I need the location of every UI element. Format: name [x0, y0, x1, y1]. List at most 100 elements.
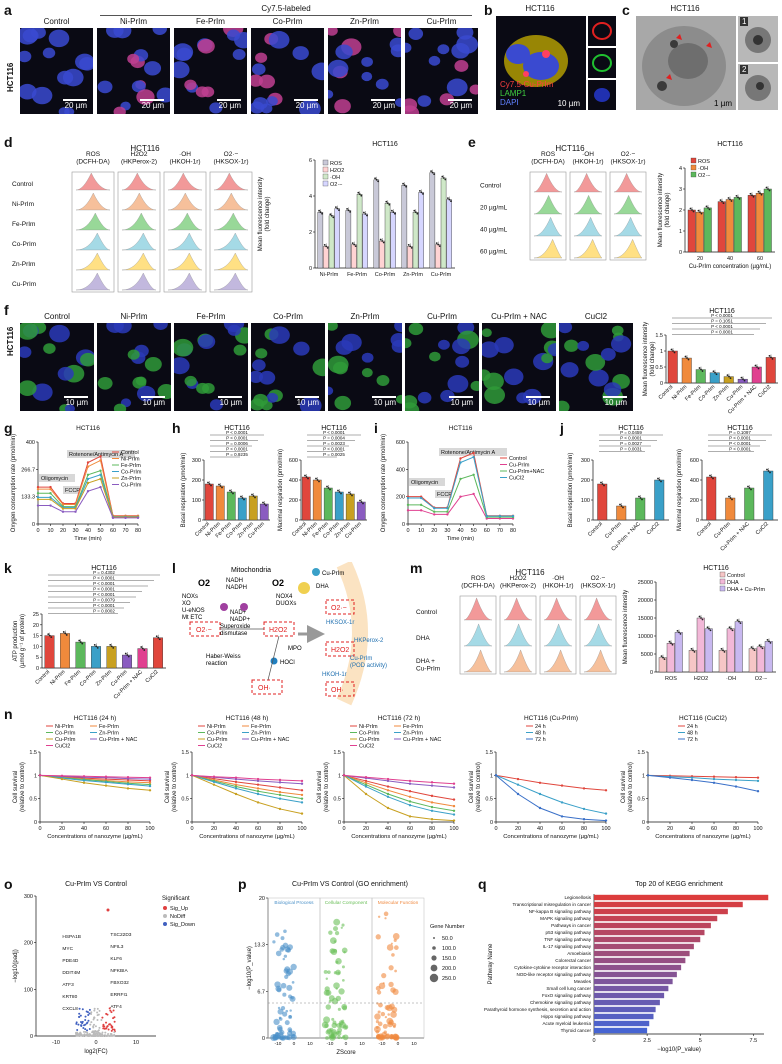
chart-n1-legend-label: Cu-PrIm + NAC — [99, 737, 137, 743]
chart-e-point — [765, 186, 768, 189]
chart-n3-title: HCT116 (72 h) — [378, 715, 421, 722]
chart-j1-point — [622, 506, 624, 509]
chart-o-point — [108, 1023, 111, 1026]
chart-h1-bar — [237, 497, 247, 521]
chart-e-point — [759, 192, 761, 195]
chart-d-bar — [412, 211, 419, 269]
chart-e-point — [708, 208, 711, 211]
panel-e-histogram — [613, 172, 643, 193]
chart-o-gene-label: NFKBIA — [110, 968, 128, 974]
chart-o-point — [90, 1021, 93, 1024]
chart-n3-x-label: Concentrations of nanozyme (µg/mL) — [351, 834, 447, 840]
chart-p-point — [323, 969, 328, 974]
chart-n5-point — [712, 777, 716, 781]
chart-n4-point — [516, 792, 520, 796]
chart-n2-legend-label: Fe-PrIm — [251, 724, 271, 730]
chart-n2-y-tick-label: 0 — [186, 820, 189, 826]
chart-p-x-tick-label: 10 — [307, 1041, 313, 1047]
chart-h1-point — [241, 497, 244, 499]
chart-e-point — [749, 192, 752, 195]
chart-o-point — [82, 1027, 85, 1030]
chart-p-point — [341, 1003, 348, 1010]
chart-p-point — [380, 1011, 386, 1017]
chart-g-point — [86, 477, 90, 481]
chart-j1-point — [619, 503, 621, 506]
chart-n4-point — [604, 819, 608, 822]
chart-e-legend-label: O2·− — [698, 173, 710, 179]
panel-f-image: 10 µm — [328, 323, 402, 411]
chart-d-point — [391, 209, 393, 212]
chart-j1-annotation: P < 0.0001 — [620, 436, 642, 441]
chart-p-facet-label: Molecular Function — [378, 900, 419, 906]
chart-p-point — [375, 985, 381, 991]
panel-m-cell-line: HCT116 — [515, 568, 545, 577]
chart-p-size-legend-swatch — [431, 955, 437, 961]
chart-n5-point — [734, 776, 738, 779]
chart-o-point — [112, 1009, 115, 1012]
chart-i-point — [472, 492, 475, 496]
chart-o-point — [78, 1012, 81, 1015]
chart-h2-point — [338, 491, 341, 493]
chart-q-bar — [594, 992, 665, 999]
panel-f-scalebar: 10 µm — [296, 398, 319, 407]
panel-m-probe-box — [539, 595, 577, 675]
panel-d-histogram — [167, 172, 203, 191]
chart-m-y-label: Mean fluorescence intensity — [623, 590, 629, 664]
chart-n4-legend-label: 48 h — [535, 731, 546, 737]
chart-j2-title: HCT116 — [727, 425, 753, 432]
chart-k-point — [65, 634, 68, 636]
chart-g-annotation: Oligomycin — [41, 476, 68, 482]
chart-o-point — [88, 1012, 91, 1015]
chart-j2-y-label: Maximal respiration (pmol/min) — [677, 449, 683, 531]
chart-n5-legend-label: 24 h — [687, 724, 698, 730]
chart-p-point — [331, 1017, 335, 1021]
l-hkperox: HKPerox-2 — [354, 638, 384, 644]
panel-m-row-label: DHA — [416, 635, 430, 642]
chart-h1-bar — [248, 495, 258, 521]
panel-f-scalebar: 10 µm — [527, 398, 550, 407]
chart-f-point — [670, 348, 673, 351]
panel-f-col-title: Control — [44, 312, 70, 321]
chart-n3-point — [386, 789, 390, 792]
chart-o-point — [98, 1026, 101, 1029]
chart-d-point — [414, 211, 417, 214]
chart-d-point — [357, 191, 360, 194]
chart-k-annotation: P < 0.0001 — [93, 587, 115, 592]
chart-d-bar — [418, 192, 424, 269]
chart-h1-point — [243, 498, 245, 501]
panel-a-col-title: Cu-PrIm — [426, 17, 457, 26]
chart-o-legend-label: NoDiff — [170, 914, 186, 920]
panel-d-histogram — [121, 272, 157, 291]
chart-o-point — [93, 1009, 96, 1012]
chart-n2-point — [234, 776, 238, 779]
chart-f-point — [743, 379, 746, 382]
chart-p-point — [274, 932, 280, 937]
chart-f-title: HCT116 — [709, 308, 735, 315]
panel-a-label: a — [4, 2, 12, 18]
panel-d-histogram — [121, 252, 157, 271]
panel-f-scalebar: 10 µm — [219, 398, 242, 407]
chart-k-annotation: P = 0.0079 — [93, 598, 115, 603]
chart-n5-series-line — [647, 774, 759, 782]
chart-j2-y-tick-label: 200 — [690, 498, 699, 504]
panel-d-histogram — [75, 212, 111, 231]
chart-n2-y-tick-label: 1 — [186, 773, 189, 779]
chart-f-y-tick-label: 1.5 — [655, 333, 663, 339]
chart-n1-x-tick-label: 20 — [59, 826, 65, 832]
chart-p-point — [335, 1023, 338, 1026]
chart-m-point — [720, 648, 723, 650]
chart-n3-x-tick-label: 100 — [449, 826, 458, 832]
chart-k-point — [124, 652, 127, 655]
chart-d-x-tick-label: Cu-PrIm — [431, 272, 452, 278]
chart-k-bar — [60, 633, 70, 669]
chart-p-point — [383, 1030, 387, 1034]
panel-d-histogram — [213, 252, 249, 271]
chart-n2-point — [300, 801, 304, 804]
chart-d-point — [438, 245, 441, 247]
chart-q-bar — [594, 915, 718, 922]
chart-j2-bar — [725, 497, 736, 521]
chart-e-legend-label: ROS — [698, 159, 710, 165]
chart-j1-point — [658, 479, 661, 481]
